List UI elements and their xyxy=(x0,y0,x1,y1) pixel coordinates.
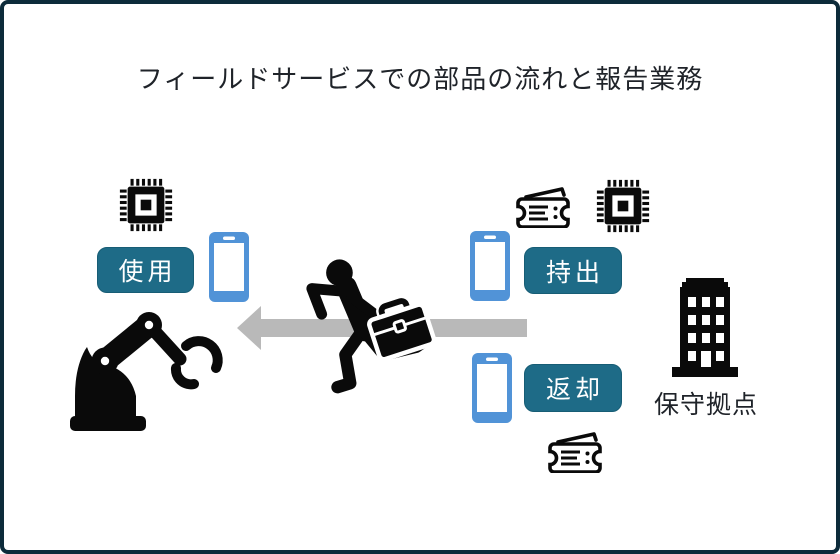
briefcase-icon xyxy=(367,295,437,362)
use-badge: 使用 xyxy=(97,247,194,293)
return-badge-label: 返却 xyxy=(545,376,604,404)
location-caption: 保守拠点 xyxy=(653,391,758,419)
ticket-icon-bottom xyxy=(547,431,603,473)
use-badge-label: 使用 xyxy=(118,258,177,286)
building-icon xyxy=(671,275,739,377)
ticket-icon-top xyxy=(515,186,571,228)
takeout-badge: 持出 xyxy=(524,247,622,294)
page-title: フィールドサービスでの部品の流れと報告業務 xyxy=(136,64,704,94)
robot-arm-icon xyxy=(70,312,238,432)
running-person-icon xyxy=(300,254,445,402)
return-badge: 返却 xyxy=(524,364,622,412)
takeout-badge-label: 持出 xyxy=(545,258,604,287)
chip-icon-right xyxy=(594,177,652,235)
smartphone-icon-return xyxy=(472,353,512,423)
smartphone-icon-use xyxy=(209,232,249,302)
chip-icon xyxy=(117,176,175,234)
smartphone-icon-takeout xyxy=(470,231,510,301)
